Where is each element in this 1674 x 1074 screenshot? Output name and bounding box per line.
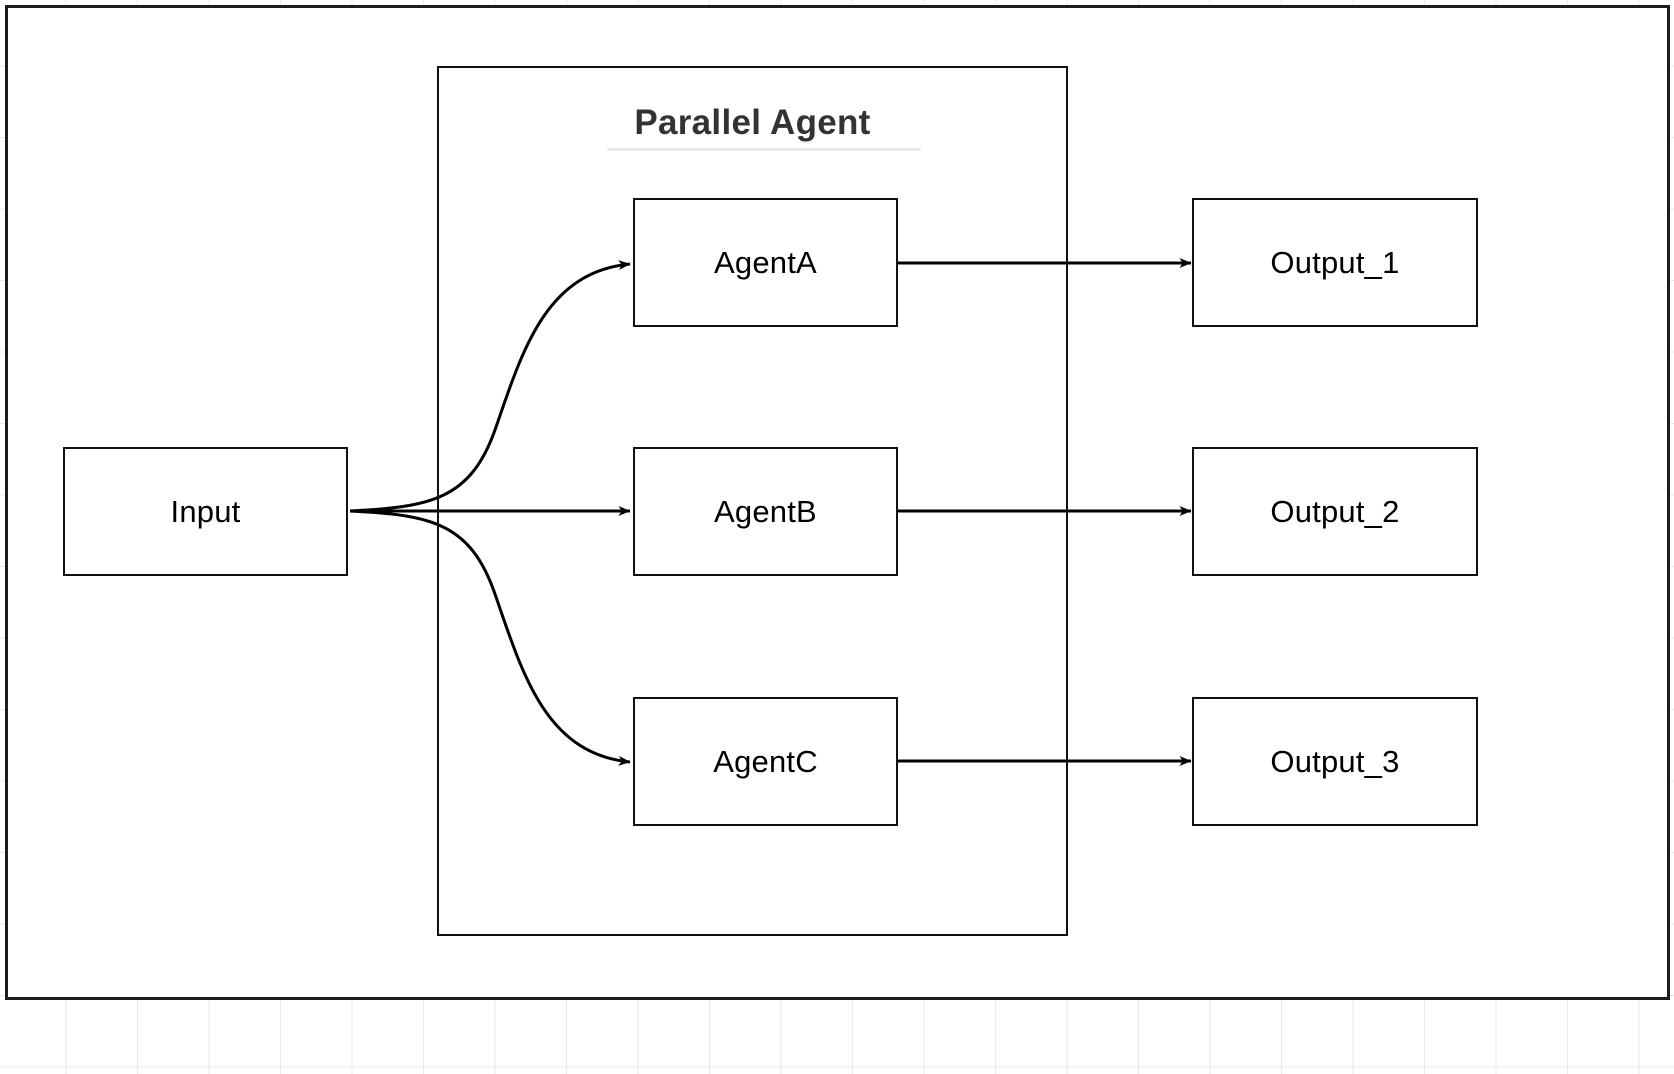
parallel-agent-title: Parallel Agent bbox=[634, 103, 871, 142]
parallel-agent-group[interactable] bbox=[437, 66, 1068, 936]
node-output-1[interactable]: Output_1 bbox=[1192, 198, 1478, 327]
node-agent-b-label: AgentB bbox=[714, 493, 817, 529]
node-agent-a[interactable]: AgentA bbox=[633, 198, 898, 327]
node-input[interactable]: Input bbox=[63, 447, 348, 576]
parallel-agent-title-rule bbox=[607, 148, 921, 151]
node-agent-b[interactable]: AgentB bbox=[633, 447, 898, 576]
node-input-label: Input bbox=[170, 493, 241, 529]
node-output-1-label: Output_1 bbox=[1270, 244, 1400, 280]
node-output-2[interactable]: Output_2 bbox=[1192, 447, 1478, 576]
node-agent-c-label: AgentC bbox=[713, 743, 818, 779]
node-output-3[interactable]: Output_3 bbox=[1192, 697, 1478, 826]
node-agent-a-label: AgentA bbox=[714, 244, 817, 280]
node-agent-c[interactable]: AgentC bbox=[633, 697, 898, 826]
node-output-2-label: Output_2 bbox=[1270, 493, 1400, 529]
node-output-3-label: Output_3 bbox=[1270, 743, 1400, 779]
